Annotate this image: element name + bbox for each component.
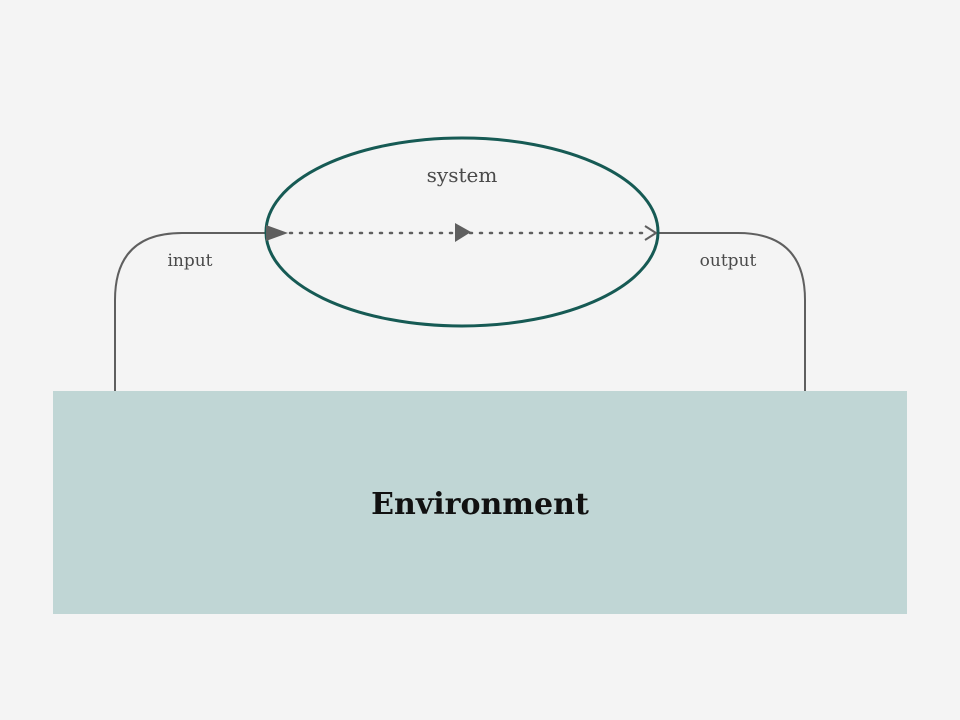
environment-box: [53, 391, 907, 614]
environment-label: Environment: [371, 487, 589, 522]
output-label: output: [700, 251, 757, 271]
system-label: system: [427, 163, 498, 187]
input-connector: [114, 232, 266, 391]
flow-arrowhead-icon: [455, 223, 471, 242]
output-connector: [658, 232, 806, 391]
output-chevron-icon: [644, 225, 657, 241]
input-label: input: [167, 251, 212, 271]
input-arrowhead-icon: [266, 225, 288, 241]
